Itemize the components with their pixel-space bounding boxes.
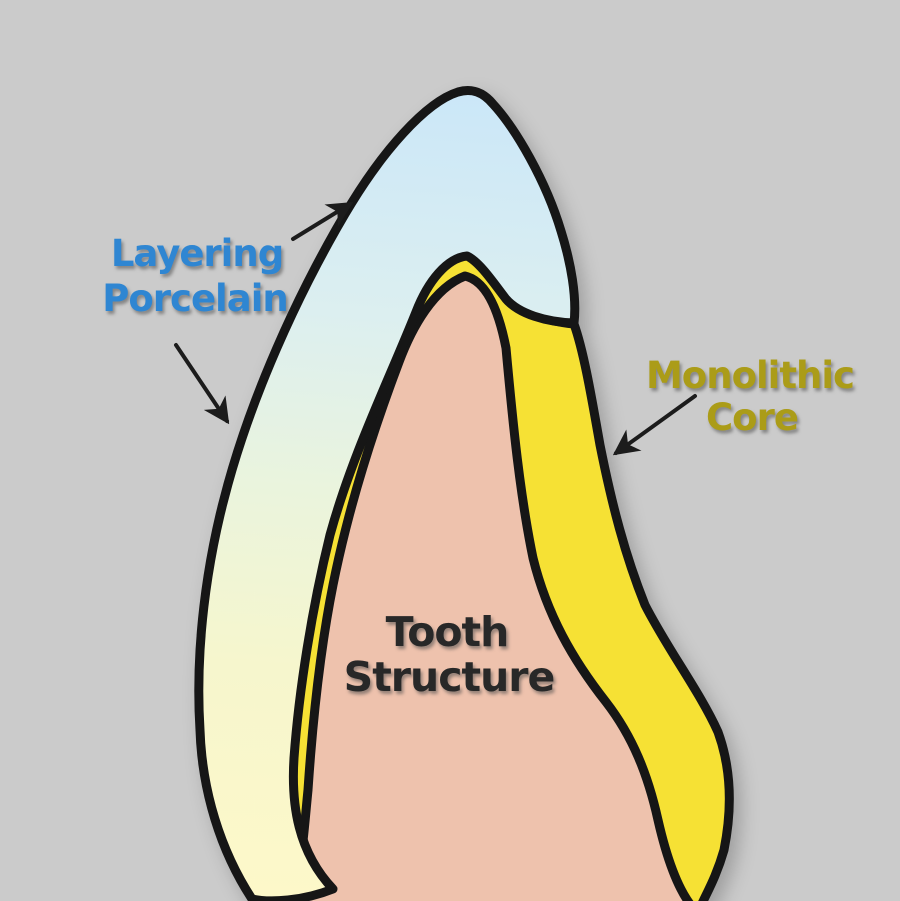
layering-porcelain-label-line2: Porcelain xyxy=(102,277,288,320)
labels: Layering Porcelain Monolithic Core Tooth… xyxy=(102,232,855,701)
layering-porcelain-arrow-upper xyxy=(291,201,354,241)
monolithic-core-label-line2: Core xyxy=(706,396,798,439)
tooth-structure-label-line2: Structure xyxy=(344,653,555,701)
tooth-illustration xyxy=(194,86,734,901)
layering-porcelain-label-line1: Layering xyxy=(111,232,283,275)
tooth-structure-label-line1: Tooth xyxy=(386,608,509,656)
layering-porcelain-shape xyxy=(194,86,580,901)
tooth-structure-shape xyxy=(257,271,694,901)
monolithic-core-arrow xyxy=(612,394,697,456)
layering-porcelain-arrow-lower xyxy=(174,343,230,425)
monolithic-core-label-line1: Monolithic xyxy=(646,354,854,397)
annotation-arrows xyxy=(174,201,697,456)
